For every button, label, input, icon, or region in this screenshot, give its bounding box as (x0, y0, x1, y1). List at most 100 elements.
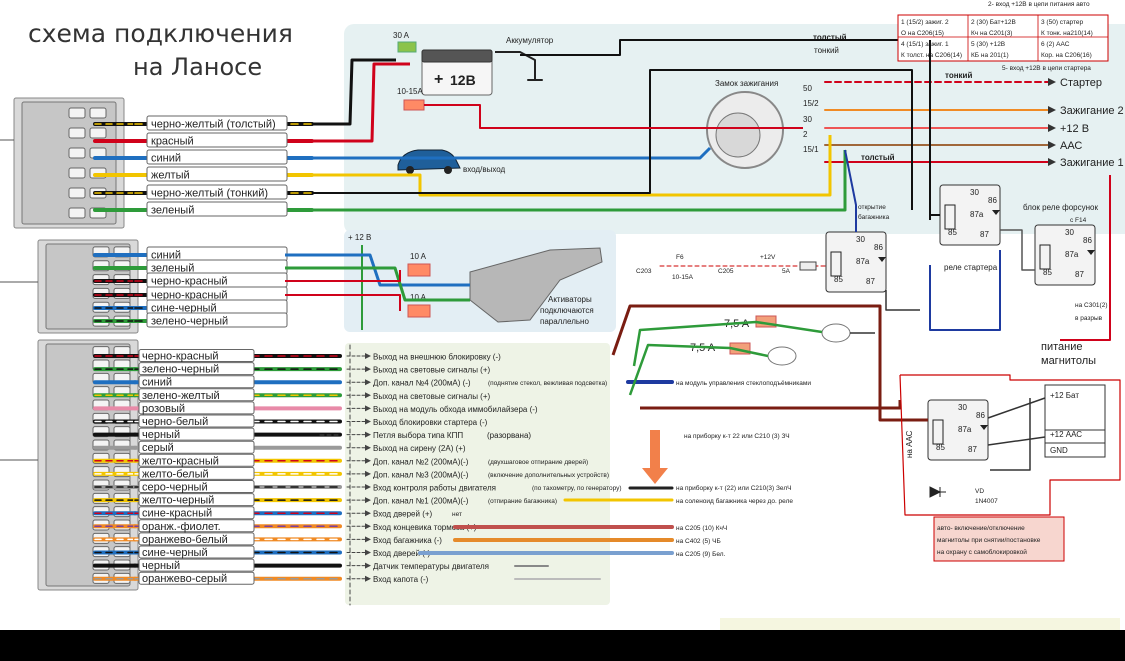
fuse-30a-label: 30 A (393, 31, 410, 40)
route-black-yellow-thin (312, 69, 913, 210)
radio-relay-diode (980, 425, 988, 430)
car-wheel (406, 166, 414, 174)
plus12-label: + 12 В (348, 233, 371, 242)
starter-relay-label: реле стартера (944, 263, 998, 272)
pin-table-cell: 4 (15/1) зажиг. 1 (901, 41, 949, 48)
c-f14: с F14 (1070, 217, 1087, 224)
bot-wire-label-7: серый (142, 442, 174, 454)
lock-pin-4: 15/1 (803, 145, 819, 154)
trunk-relay-coil (830, 251, 842, 277)
highlight-arrow (642, 430, 668, 484)
bot-wire-label-6: черный (142, 429, 180, 441)
bottom-strip-bg (720, 618, 1120, 630)
bot-wire-label-8: желто-красный (142, 455, 219, 467)
bot-label-box (138, 519, 255, 533)
bot-label-box (138, 545, 255, 559)
connector-top-pin (89, 127, 107, 139)
brown-route-2 (640, 400, 902, 410)
bot-desc-5: Выход блокировки стартера (-) (373, 418, 488, 427)
auto-note-0: авто- включение/отключение (937, 525, 1025, 532)
top-wire-1-label: красный (151, 136, 194, 148)
arrow-head (365, 457, 371, 464)
arrow-head (365, 484, 371, 490)
output-arrow (1048, 141, 1056, 149)
route-red (312, 62, 410, 143)
starter-relay-pin-2: 87a (970, 210, 984, 219)
connector-top-pin (68, 107, 86, 119)
thin-label: тонкий (814, 46, 839, 55)
arrow-head (365, 405, 371, 412)
top-wire-0-label: черно-желтый (толстый) (151, 119, 276, 131)
route-yellow (312, 135, 832, 197)
fuse-10-15a-label: 10-15A (397, 87, 423, 96)
pin-table-cell: 1 (15/2) зажиг. 2 (901, 19, 949, 26)
radio-batt (987, 397, 1046, 419)
fuse-f6-val: 10-15A (672, 274, 694, 281)
fuse-5a (799, 261, 817, 271)
bot-wire-label-0: черно-красный (142, 351, 219, 363)
mid-wire-0-label: синий (151, 250, 181, 262)
lock-pin-2: 30 (803, 115, 812, 124)
bot-desc-2: Доп. канал №4 (200мА) (-) (373, 379, 471, 388)
bot-wire-label-11: желто-черный (142, 495, 214, 507)
mid-wire-4-label: сине-черный (151, 303, 217, 315)
relay-trunk-bottom (885, 290, 920, 311)
bot-wire-label-3: зелено-желтый (142, 390, 220, 402)
route-green (312, 150, 847, 212)
act-red-2 (285, 294, 401, 311)
relay-link (1000, 229, 1035, 271)
trunk-relay-pin-1: 86 (874, 243, 883, 252)
connector-top-pin (68, 207, 86, 219)
diode-label-1: 1N4007 (975, 498, 998, 505)
relay-trunk-top (844, 149, 857, 232)
arrow-head (365, 431, 371, 438)
bot-desc-15: Вход дверей (-) (373, 549, 431, 558)
relay-injector-feed (1060, 175, 1111, 341)
bot-desc-17: Вход капота (-) (373, 575, 429, 584)
pin-table-cell: 2 (30) Бат+12В (971, 19, 1016, 26)
bot-wire-label-13: оранж.-фиолет. (142, 521, 221, 533)
top-wire-4-label: черно-желтый (тонкий) (151, 188, 268, 200)
bot-label-box (138, 466, 255, 480)
bot-label-box (138, 427, 255, 441)
bot-wire-label-1: зелено-черный (142, 364, 219, 376)
battery-label: Аккумулятор (506, 36, 554, 45)
diode-label-0: VD (975, 488, 984, 495)
pin-table-cell: О на С206(15) (901, 30, 944, 37)
connector-top-pin (68, 127, 86, 139)
ignition-lock-label: Замок зажигания (715, 79, 778, 88)
connector-top-pin (89, 107, 107, 119)
mid-wire-3-label: черно-красный (151, 290, 228, 302)
output-label-4: Зажигание 1 (1060, 157, 1124, 169)
relay-starter-in (929, 40, 940, 216)
trunk-label-0: открытие (858, 204, 886, 211)
thick-label-2: толстый (861, 153, 895, 162)
top-wire-5-label-box (146, 201, 288, 217)
pin-table-cell: Кч на С201(3) (971, 30, 1012, 37)
connector-top-pin (68, 167, 86, 179)
fuse-10a-top (407, 263, 431, 277)
bot-wire-label-14: оранжево-белый (142, 534, 228, 546)
bot-wire-label-5: черно-белый (142, 416, 208, 428)
output-label-1: Зажигание 2 (1060, 105, 1124, 117)
auto-note-2: на охрану с самоблокировкой (937, 548, 1027, 556)
bot-desc-6: Петля выбора типа КПП (373, 431, 463, 440)
lock-pin-3: 2 (803, 130, 808, 139)
arrow-head (365, 536, 371, 543)
plus12v: +12V (760, 254, 776, 261)
arrow-head (365, 510, 371, 517)
bot-label-box (138, 388, 255, 402)
output-arrow (1048, 106, 1056, 114)
bot-desc-3: Выход на световые сигналы (+) (373, 392, 491, 401)
fuse-10a-bottom-label: 10 A (410, 293, 427, 302)
bot-desc-4: Выход на модуль обхода иммобилайзера (-) (373, 405, 538, 414)
route-red-12v (424, 104, 803, 129)
pin-table-cell: 5 (30) +12В (971, 41, 1005, 48)
bot-desc-7: Выход на сирену (2А) (+) (373, 444, 466, 453)
c301: на С301(2) (1075, 302, 1108, 309)
pin-table-cell: 6 (2) ААС (1041, 41, 1070, 48)
inout-label: вход/выход (463, 165, 506, 174)
lamp-route-1 (632, 320, 823, 367)
radio-frame (899, 374, 1121, 516)
radio-relay-pin-2: 87a (958, 425, 972, 434)
